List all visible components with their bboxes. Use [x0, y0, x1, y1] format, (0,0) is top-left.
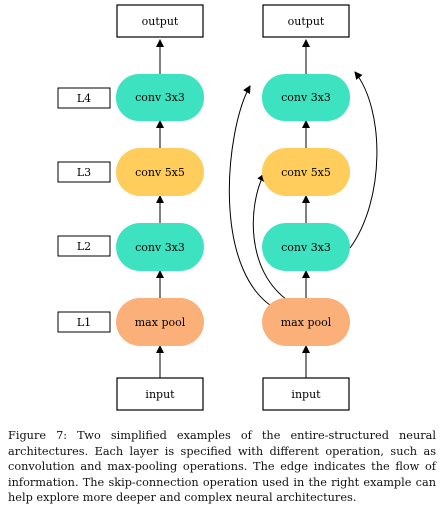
right-input-label: input [291, 388, 321, 401]
left-output-box [116, 4, 204, 38]
left-input-box [116, 377, 204, 411]
left-layer-l3-label: conv 5x5 [135, 166, 185, 179]
right-skip-maxpool-to-l3 [252, 173, 291, 303]
right-output-label: output [288, 15, 325, 28]
left-layer-l2-label: conv 3x3 [135, 241, 185, 254]
right-layer-l1-label: max pool [281, 316, 332, 329]
right-input-box [262, 377, 350, 411]
right-layer-l4-label: conv 3x3 [281, 91, 331, 104]
left-layer-l4-label: conv 3x3 [135, 91, 185, 104]
right-layer-l3-label: conv 5x5 [281, 166, 331, 179]
layer-label-l3: L3 [77, 166, 91, 179]
layer-label-l1: L1 [77, 316, 91, 329]
architecture-diagram: L4 L3 L2 L1 output conv 3x3 conv 5x5 con… [57, 4, 378, 411]
layer-labels: L4 L3 L2 L1 [57, 87, 111, 333]
right-output-box [262, 4, 350, 38]
left-network: output conv 3x3 conv 5x5 conv 3x3 max po… [116, 4, 204, 411]
left-output-label: output [142, 15, 179, 28]
layer-label-l1-box [57, 311, 111, 333]
layer-label-l2-box [57, 235, 111, 257]
layer-label-l4: L4 [77, 92, 91, 105]
right-layer-l1-node [262, 298, 350, 346]
right-skip-maxpool-to-l4 [228, 85, 283, 313]
left-layer-l3-node [116, 148, 204, 196]
layer-label-l4-box [57, 87, 111, 109]
left-layer-l1-node [116, 298, 204, 346]
right-layer-l2-label: conv 3x3 [281, 241, 331, 254]
left-input-label: input [145, 388, 175, 401]
right-layer-l2-node [262, 223, 350, 271]
right-layer-l3-node [262, 148, 350, 196]
right-network: output conv 3x3 conv 5x5 conv 3x3 max po… [228, 4, 378, 411]
left-layer-l1-label: max pool [135, 316, 186, 329]
left-layer-l4-node [116, 74, 204, 121]
layer-label-l2: L2 [77, 240, 91, 253]
figure-caption: Figure 7: Two simplified examples of the… [8, 429, 436, 505]
right-layer-l4-node [262, 74, 350, 121]
right-skip-l2-to-output-side [349, 71, 378, 249]
layer-label-l3-box [57, 161, 111, 183]
left-layer-l2-node [116, 223, 204, 271]
